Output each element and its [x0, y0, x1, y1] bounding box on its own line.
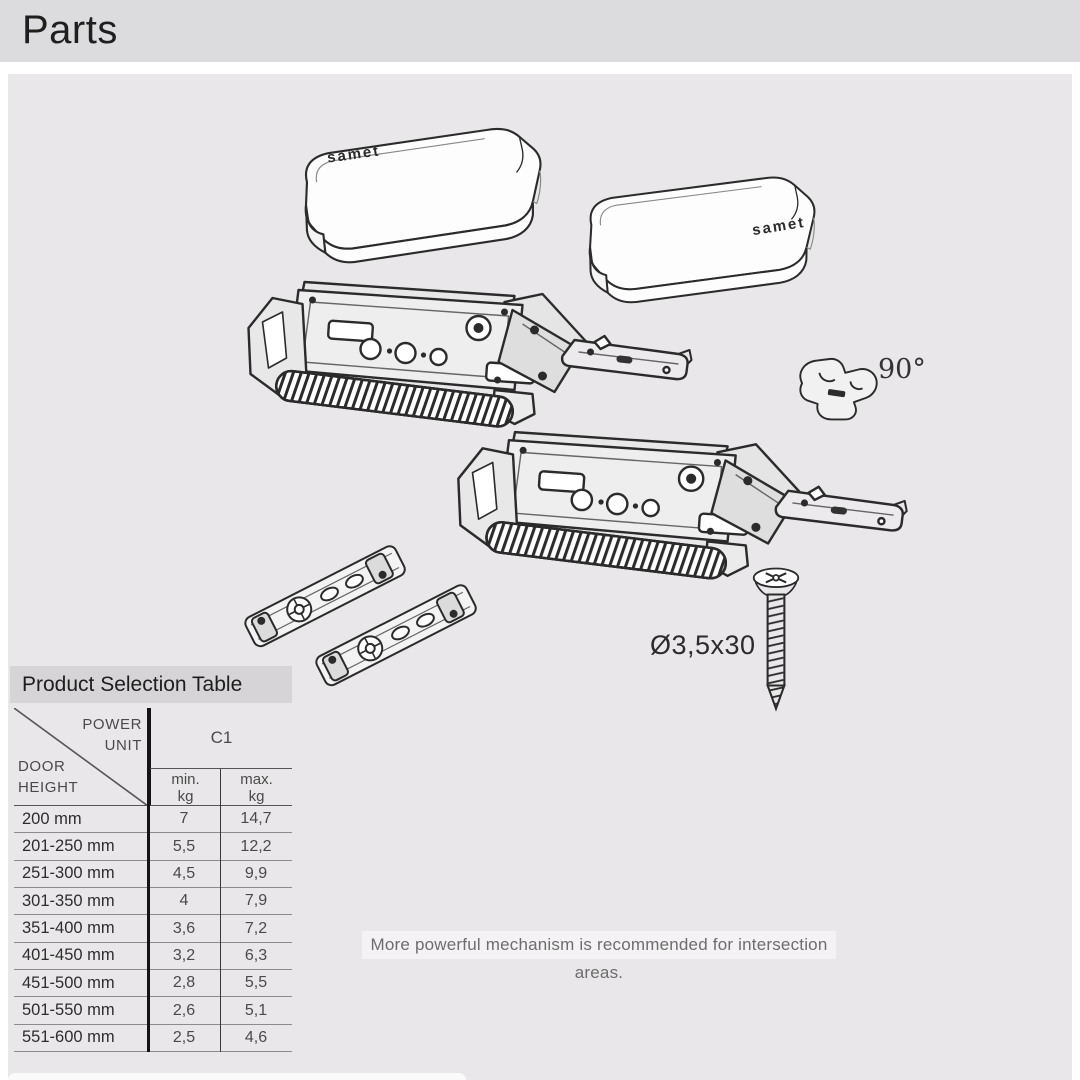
door-height-cell: 301-350 mm: [22, 891, 115, 910]
min-kg-header: min. kg: [148, 769, 220, 806]
bottom-card-edge: [8, 1073, 466, 1080]
table-row: 301-350 mm 4 7,9: [14, 888, 292, 916]
table-row: 200 mm 7 14,7: [14, 806, 292, 834]
max-kg-cell: 6,3: [244, 946, 268, 964]
recommendation-note: More powerful mechanism is recommended f…: [362, 931, 836, 982]
table-row: 501-550 mm 2,6 5,1: [14, 997, 292, 1025]
lift-mechanism-lower: [450, 422, 910, 589]
table-row: 451-500 mm 2,8 5,5: [14, 970, 292, 998]
door-height-cell: 351-400 mm: [22, 919, 115, 938]
table-row: 201-250 mm 5,5 12,2: [14, 833, 292, 861]
table-row: 351-400 mm 3,6 7,2: [14, 915, 292, 943]
table-row: 251-300 mm 4,5 9,9: [14, 861, 292, 889]
max-kg-cell: 9,9: [244, 864, 268, 882]
door-height-cell: 451-500 mm: [22, 973, 115, 992]
power-unit-label: POWER UNIT: [82, 716, 142, 754]
min-kg-cell: 3,6: [172, 919, 196, 937]
max-kg-cell: 4,6: [244, 1028, 268, 1046]
table-rows: 200 mm 7 14,7 201-250 mm 5,5 12,2 251-30…: [14, 806, 292, 1053]
min-kg-cell: 4: [179, 892, 189, 910]
max-kg-header: max. kg: [220, 769, 292, 806]
min-kg-cell: 2,8: [172, 974, 196, 992]
door-height-cell: 551-600 mm: [22, 1028, 115, 1047]
max-kg-cell: 7,2: [244, 919, 268, 937]
min-kg-cell: 4,5: [172, 864, 196, 882]
door-height-label: DOOR HEIGHT: [18, 758, 79, 796]
door-height-cell: 401-450 mm: [22, 946, 115, 965]
max-kg-cell: 5,1: [244, 1001, 268, 1019]
min-kg-cell: 2,5: [172, 1028, 196, 1046]
door-height-cell: 200 mm: [22, 809, 82, 828]
max-kg-cell: 14,7: [240, 810, 272, 828]
cover-cap-left: [278, 120, 558, 280]
min-kg-cell: 3,2: [172, 946, 196, 964]
door-height-cell: 251-300 mm: [22, 864, 115, 883]
title-band: Parts: [0, 0, 1080, 62]
page-title: Parts: [22, 8, 118, 52]
opening-angle-label: 90°: [878, 354, 926, 385]
table-divider-thin: [219, 769, 221, 1052]
max-kg-cell: 12,2: [240, 837, 272, 855]
corner-diagonal-line: [14, 708, 148, 806]
max-kg-cell: 5,5: [244, 974, 268, 992]
header-underline: [14, 805, 292, 806]
door-height-cell: 501-550 mm: [22, 1001, 115, 1020]
power-unit-c1-header: C1: [148, 708, 292, 769]
screw-size-label: Ø3,5x30: [650, 630, 756, 660]
min-kg-cell: 5,5: [172, 837, 196, 855]
opening-angle-clip: [790, 350, 885, 425]
max-kg-cell: 7,9: [244, 892, 268, 910]
lift-mechanism-upper: [240, 272, 695, 437]
content-panel: [8, 74, 1072, 1080]
table-divider-thick: [147, 708, 150, 1052]
table-row: 551-600 mm 2,5 4,6: [14, 1025, 292, 1053]
selection-table: POWER UNIT DOOR HEIGHT C1 min. kg max. k…: [14, 708, 292, 1053]
table-row: 401-450 mm 3,2 6,3: [14, 943, 292, 971]
selection-table-title: Product Selection Table: [10, 666, 292, 703]
screw-illustration: [750, 562, 802, 718]
door-height-cell: 201-250 mm: [22, 837, 115, 856]
min-kg-cell: 2,6: [172, 1001, 196, 1019]
min-kg-cell: 7: [179, 810, 189, 828]
